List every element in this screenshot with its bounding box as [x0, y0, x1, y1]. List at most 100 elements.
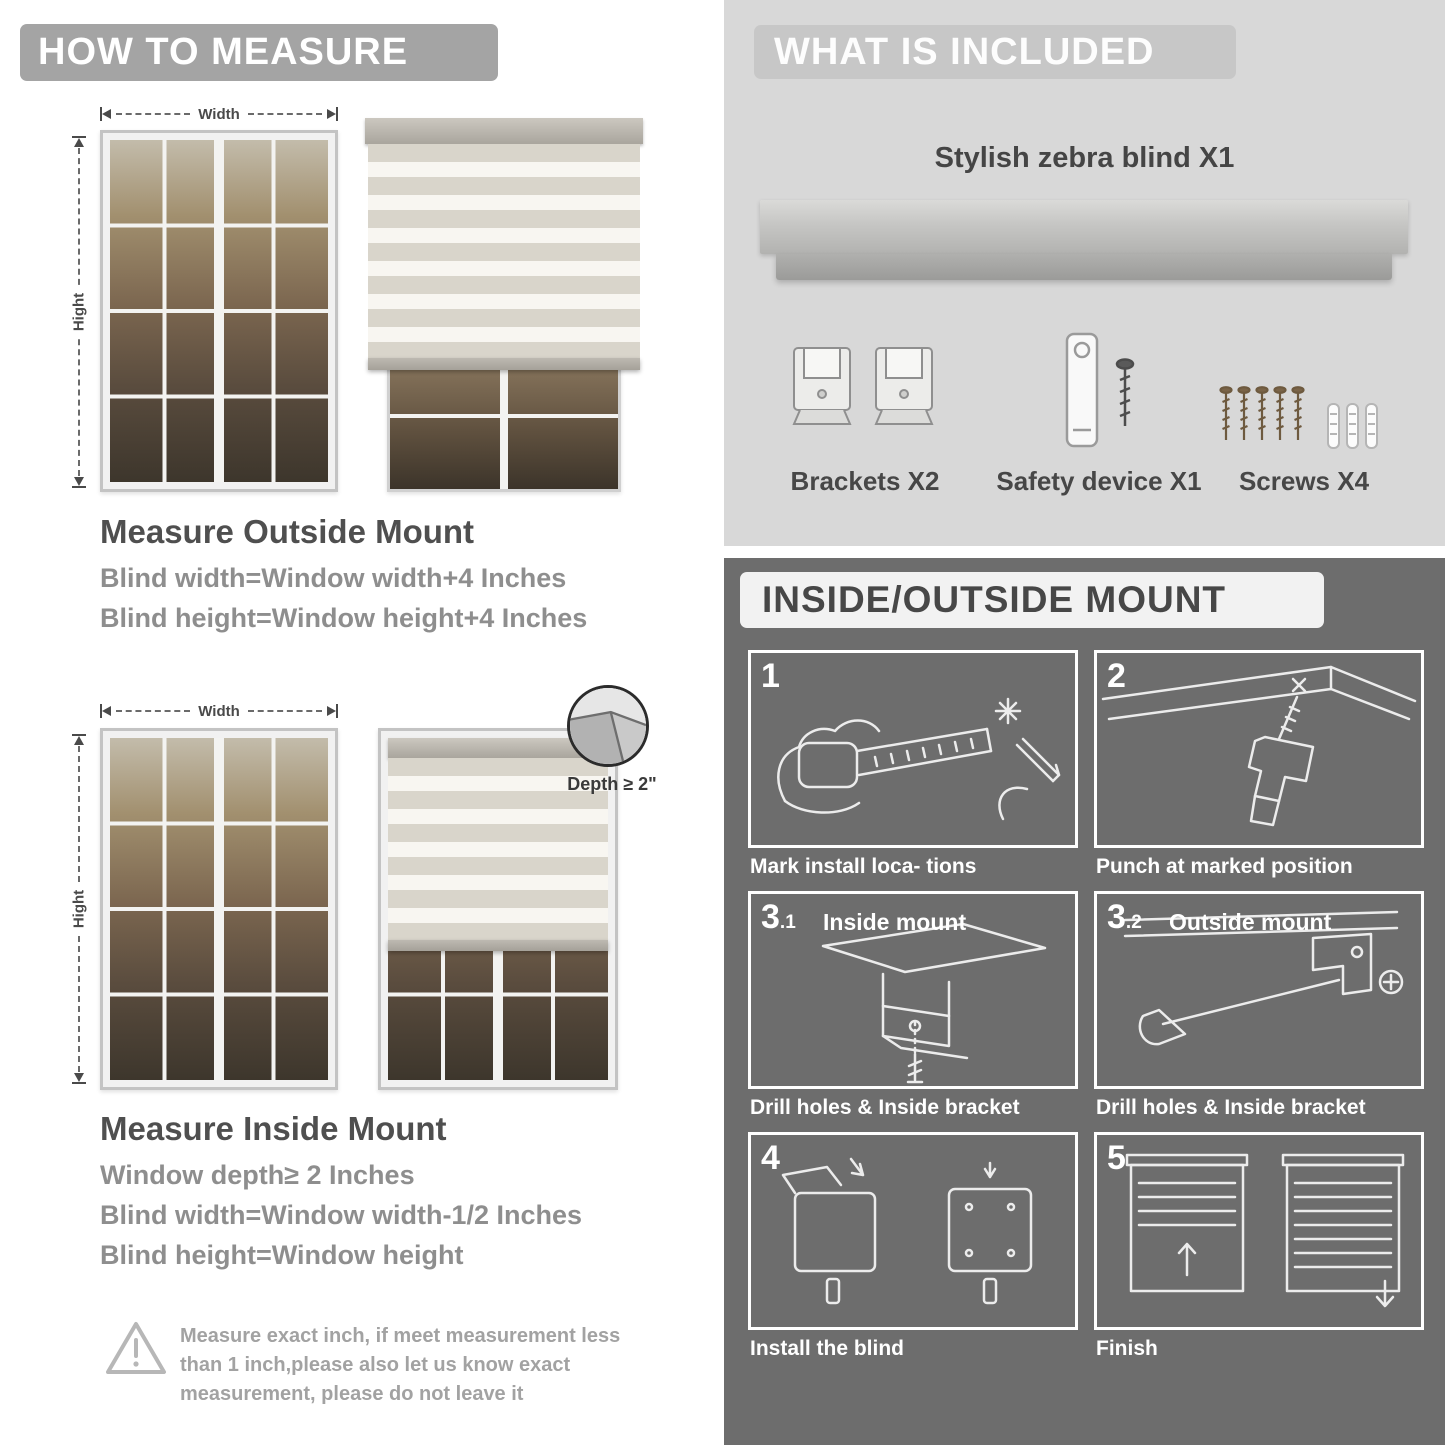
- arrow-tick: [72, 1082, 86, 1084]
- drill-illustration: [1101, 665, 1417, 827]
- arrow-left-icon: [102, 706, 111, 716]
- step-number: 3.1: [761, 898, 796, 936]
- dashed-line: [247, 113, 323, 115]
- arrow-tick: [72, 486, 86, 488]
- arrow-tick: [100, 704, 102, 718]
- included-item-label-screws: Screws X4: [1238, 466, 1370, 496]
- outside-rule-2: Blind height=Window height+4 Inches: [100, 603, 588, 633]
- inside-rule-3: Blind height=Window height: [100, 1240, 464, 1270]
- blind-stripes: [388, 758, 608, 940]
- step-3-2-panel: 3.2 Outside mount: [1094, 891, 1424, 1089]
- window-illustration-outside: [100, 130, 338, 492]
- how-to-measure-section: HOW TO MEASURE Width Hight Measure Outsi…: [0, 0, 722, 1445]
- height-label: Hight: [67, 883, 91, 935]
- outside-width-arrow: Width: [100, 105, 339, 123]
- arrow-tick: [336, 704, 339, 718]
- arrow-down-icon: [74, 1073, 84, 1082]
- window-mullion: [390, 413, 618, 418]
- arrow-right-icon: [327, 706, 337, 716]
- height-label: Hight: [67, 286, 91, 338]
- dashed-line: [247, 710, 323, 712]
- product-name: Stylish zebra blind X1: [934, 142, 1235, 174]
- included-item-label-brackets: Brackets X2: [790, 466, 940, 496]
- step-4-caption: Install the blind: [750, 1337, 905, 1360]
- screws-icon: [1219, 386, 1378, 449]
- step-2-panel: 2: [1094, 650, 1424, 848]
- tape-measure-illustration: [777, 697, 1061, 821]
- arrow-tick: [72, 136, 86, 138]
- mount-step-3-1: 3.1 Inside mount Drill: [748, 891, 1078, 1120]
- blind-bottom-rail: [368, 358, 640, 370]
- inside-width-arrow: Width: [100, 702, 339, 720]
- step-3-2-title: Outside mount: [1169, 909, 1332, 935]
- arrow-right-icon: [327, 109, 337, 119]
- included-item-label-safety: Safety device X1: [996, 466, 1202, 496]
- window-under-blind: [387, 356, 621, 492]
- step-number: 5: [1107, 1139, 1126, 1177]
- included-title: WHAT IS INCLUDED: [774, 30, 1155, 73]
- step-3-2-caption: Drill holes & Inside bracket: [1096, 1096, 1366, 1119]
- headrail-fabric-roll: [776, 254, 1392, 280]
- mount-step-4: 4 Install the blind: [748, 1132, 1078, 1361]
- outside-height-arrow: Hight: [67, 136, 91, 488]
- blind-cassette: [365, 118, 643, 144]
- mount-step-1: 1: [748, 650, 1078, 879]
- mount-step-2: 2 Punch at marked position: [1094, 650, 1424, 879]
- inside-rule-1: Window depth≥ 2 Inches: [100, 1160, 415, 1190]
- depth-requirement-label: Depth ≥ 2": [567, 774, 657, 794]
- inside-rule-2: Blind width=Window width-1/2 Inches: [100, 1200, 583, 1230]
- safety-device-icon: [1065, 332, 1135, 448]
- window-mullion: [500, 359, 508, 489]
- step-5-panel: 5: [1094, 1132, 1424, 1330]
- mount-steps-grid: 1: [748, 650, 1424, 1361]
- mount-step-3-2: 3.2 Outside mount Drill holes & In: [1094, 891, 1424, 1120]
- mount-title: INSIDE/OUTSIDE MOUNT: [762, 579, 1227, 620]
- outside-bracket-illustration: [1123, 910, 1404, 1046]
- depth-callout-circle: [567, 685, 649, 767]
- warning-triangle-icon: [106, 1322, 166, 1374]
- arrow-up-icon: [74, 138, 84, 147]
- step-3-1-panel: 3.1 Inside mount: [748, 891, 1078, 1089]
- measure-inside-title: Measure Inside Mount: [100, 1110, 447, 1147]
- step-3-1-title: Inside mount: [823, 909, 967, 935]
- step-number: 1: [761, 657, 780, 695]
- arrow-tick: [336, 107, 339, 121]
- arrow-up-icon: [74, 736, 84, 745]
- step-3-1-caption: Drill holes & Inside bracket: [750, 1096, 1020, 1119]
- inside-bracket-illustration: [821, 922, 1047, 1084]
- arrow-tick: [100, 107, 102, 121]
- width-label: Width: [198, 105, 240, 123]
- dashed-line: [116, 710, 191, 712]
- step-4-panel: 4: [748, 1132, 1078, 1330]
- arrow-left-icon: [102, 109, 111, 119]
- zebra-blind-illustration-outside: [365, 118, 643, 492]
- width-label: Width: [198, 702, 240, 720]
- blind-cassette: [388, 738, 608, 758]
- blind-in-frame: [388, 738, 608, 1080]
- step-2-caption: Punch at marked position: [1096, 855, 1353, 878]
- what-is-included-section: WHAT IS INCLUDED Stylish zebra blind X1: [724, 0, 1445, 546]
- arrow-tick: [72, 734, 86, 736]
- headrail-top-bar: [760, 200, 1408, 254]
- step-number: 3.2: [1107, 898, 1142, 936]
- window-corner-detail: [570, 688, 646, 764]
- step-1-caption: Mark install loca- tions: [750, 855, 977, 878]
- mount-step-5: 5 Finish: [1094, 1132, 1424, 1361]
- measure-outside-title: Measure Outside Mount: [100, 513, 475, 550]
- mount-section: INSIDE/OUTSIDE MOUNT 1: [724, 558, 1445, 1445]
- dashed-line: [116, 113, 191, 115]
- brackets-icon: [792, 347, 934, 425]
- mount-header-bar: INSIDE/OUTSIDE MOUNT: [740, 572, 1324, 628]
- blind-stripes: [368, 144, 640, 358]
- how-to-measure-title: HOW TO MEASURE: [38, 31, 409, 73]
- measure-warning-text: Measure exact inch, if meet measurement …: [180, 1325, 621, 1405]
- headrail-illustration: [760, 200, 1408, 284]
- step-5-caption: Finish: [1096, 1337, 1158, 1360]
- zebra-blind-illustration-inside: [378, 728, 618, 1090]
- step-number: 2: [1107, 657, 1126, 695]
- included-header-bar: WHAT IS INCLUDED: [754, 25, 1236, 79]
- install-blind-illustration: [781, 1157, 1033, 1305]
- finish-blinds-illustration: [1125, 1153, 1405, 1308]
- arrow-down-icon: [74, 477, 84, 486]
- how-to-measure-header-bar: HOW TO MEASURE: [20, 24, 498, 81]
